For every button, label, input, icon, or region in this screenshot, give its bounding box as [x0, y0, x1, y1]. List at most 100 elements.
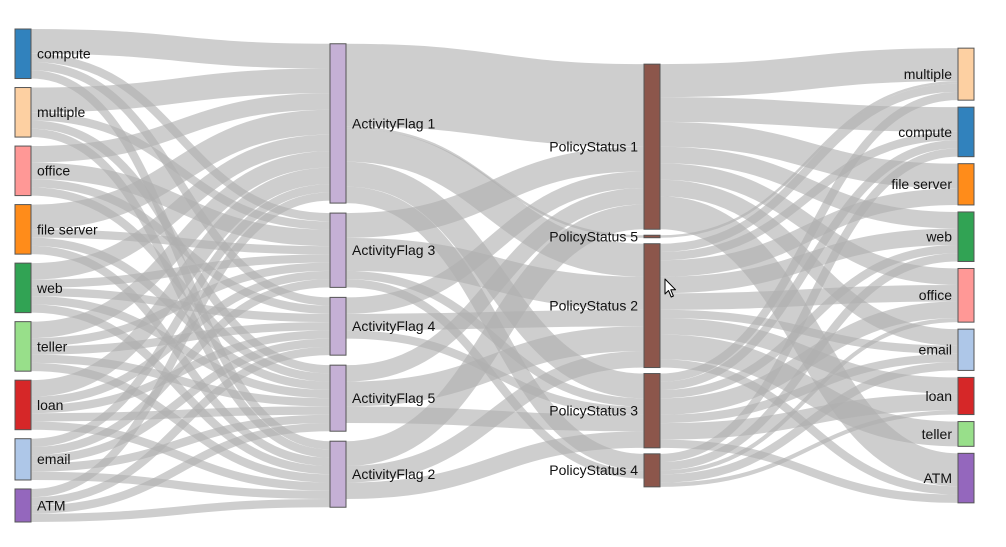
link-af1-to-ps1 — [345, 43, 645, 147]
link-l-email-to-af4 — [30, 338, 331, 464]
node-r-office[interactable] — [957, 267, 975, 323]
node-label-af5: ActivityFlag 5 — [352, 390, 435, 406]
nodes-layer — [14, 28, 975, 523]
node-label-r-teller: teller — [922, 426, 953, 442]
node-ps4[interactable] — [643, 453, 661, 488]
node-r-fileserver[interactable] — [957, 163, 975, 206]
node-label-ps4: PolicyStatus 4 — [549, 462, 638, 478]
node-l-office[interactable] — [14, 145, 32, 197]
link-l-teller-to-af5 — [30, 354, 331, 407]
link-ps1-to-r-atm — [659, 196, 959, 487]
link-af2-to-ps3 — [345, 431, 645, 499]
node-label-l-atm: ATM — [37, 497, 66, 513]
node-label-l-loan: loan — [37, 397, 63, 413]
node-label-af2: ActivityFlag 2 — [352, 466, 435, 482]
labels-layer: compute multiple office file server web telle… — [36, 46, 952, 514]
link-ps4-to-r-office — [659, 318, 959, 475]
node-label-r-office: office — [919, 287, 952, 303]
link-l-atm-to-af5 — [30, 422, 331, 514]
node-ps1[interactable] — [643, 63, 661, 230]
node-label-r-web: web — [925, 229, 952, 245]
link-l-fileserver-to-af1 — [30, 109, 331, 230]
link-af2-to-ps2 — [345, 351, 645, 483]
link-ps2-to-r-multiple — [659, 83, 959, 252]
link-l-atm-to-af1 — [30, 192, 331, 498]
node-label-r-multiple: multiple — [904, 66, 952, 82]
link-af2-to-ps1 — [345, 204, 645, 466]
link-l-email-to-af5 — [30, 414, 331, 472]
node-label-l-teller: teller — [37, 338, 68, 354]
link-ps4-to-r-loan — [659, 410, 959, 487]
node-label-l-multiple: multiple — [37, 104, 85, 120]
link-ps1-to-r-fileserver — [659, 121, 959, 189]
node-r-loan[interactable] — [957, 376, 975, 416]
node-label-r-fileserver: file server — [891, 176, 952, 192]
link-ps3-to-r-multiple — [659, 91, 959, 382]
node-af3[interactable] — [329, 212, 347, 288]
link-af4-to-ps1 — [345, 171, 645, 314]
node-af4[interactable] — [329, 296, 347, 356]
node-r-web[interactable] — [957, 211, 975, 262]
mouse-pointer-icon — [664, 278, 677, 298]
node-r-compute[interactable] — [957, 106, 975, 158]
link-af3-to-ps1 — [345, 146, 645, 238]
link-l-multiple-to-af1 — [30, 68, 331, 113]
node-r-email[interactable] — [957, 328, 975, 371]
node-label-ps1: PolicyStatus 1 — [549, 139, 638, 155]
node-label-af1: ActivityFlag 1 — [352, 115, 435, 131]
link-l-teller-to-af1 — [30, 151, 331, 339]
link-ps3-to-r-loan — [659, 393, 959, 440]
node-ps3[interactable] — [643, 373, 661, 449]
node-label-ps2: PolicyStatus 2 — [549, 298, 638, 314]
link-l-compute-to-af1 — [30, 29, 331, 69]
link-ps3-to-r-email — [659, 353, 959, 424]
node-label-ps3: PolicyStatus 3 — [549, 403, 638, 419]
node-label-r-atm: ATM — [923, 470, 952, 486]
node-l-email[interactable] — [14, 438, 32, 481]
link-l-office-to-af1 — [30, 93, 331, 163]
node-l-teller[interactable] — [14, 321, 32, 372]
link-l-web-to-af1 — [30, 134, 331, 280]
node-label-r-email: email — [919, 342, 952, 358]
link-ps1-to-r-multiple — [659, 48, 959, 98]
link-ps3-to-r-web — [659, 244, 959, 399]
node-l-atm[interactable] — [14, 488, 32, 523]
link-ps4-to-r-compute — [659, 148, 959, 463]
node-label-l-email: email — [37, 451, 70, 467]
link-ps5-to-r-multiple — [659, 81, 959, 238]
link-ps2-to-r-email — [659, 309, 959, 354]
node-af1[interactable] — [329, 43, 347, 204]
node-label-l-web: web — [36, 280, 63, 296]
node-af5[interactable] — [329, 364, 347, 432]
link-l-loan-to-af1 — [30, 167, 331, 397]
link-ps3-to-r-compute — [659, 140, 959, 391]
node-label-r-compute: compute — [898, 124, 952, 140]
link-l-atm-to-af2 — [30, 498, 331, 523]
node-l-web[interactable] — [14, 262, 32, 314]
node-label-l-office: office — [37, 163, 70, 179]
node-label-af3: ActivityFlag 3 — [352, 242, 435, 258]
link-l-email-to-af3 — [30, 279, 331, 456]
node-r-multiple[interactable] — [957, 47, 975, 101]
link-l-loan-to-af5 — [30, 406, 331, 422]
node-label-r-loan: loan — [926, 388, 952, 404]
node-l-loan[interactable] — [14, 379, 32, 431]
node-label-af4: ActivityFlag 4 — [352, 318, 435, 334]
node-l-multiple[interactable] — [14, 87, 32, 138]
node-ps5[interactable] — [643, 234, 661, 239]
link-af5-to-ps1 — [345, 187, 645, 382]
node-ps2[interactable] — [643, 243, 661, 369]
link-ps4-to-r-web — [659, 253, 959, 471]
link-af5-to-ps2 — [345, 326, 645, 407]
links-layer — [30, 29, 959, 523]
link-l-atm-to-af4 — [30, 346, 331, 506]
node-r-teller[interactable] — [957, 421, 975, 447]
link-ps1-to-r-web — [659, 146, 959, 229]
link-l-email-to-af1 — [30, 184, 331, 447]
node-af2[interactable] — [329, 440, 347, 508]
node-r-atm[interactable] — [957, 452, 975, 504]
link-ps4-to-r-email — [659, 362, 959, 483]
node-l-compute[interactable] — [14, 28, 32, 80]
node-l-fileserver[interactable] — [14, 204, 32, 255]
